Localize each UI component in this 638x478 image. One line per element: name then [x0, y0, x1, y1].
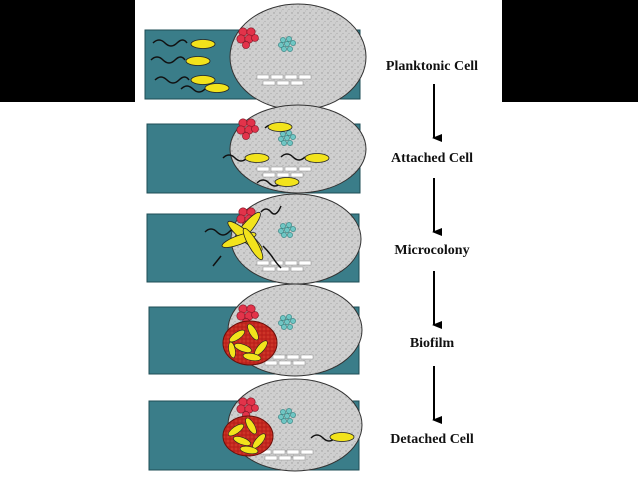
biofilm-matrix	[222, 320, 278, 366]
diagram-canvas: Planktonic Cell Attached Cell Microcolon…	[144, 3, 478, 472]
microcolony-bacteria	[204, 205, 282, 269]
stage-label-microcolony: Microcolony	[394, 243, 469, 258]
stage-1-panel	[144, 3, 367, 111]
surface-cell	[229, 3, 367, 111]
biofilm-diagram: Planktonic Cell Attached Cell Microcolon…	[135, 0, 502, 478]
bacterium-icon	[150, 56, 211, 66]
bacterium-icon	[222, 153, 270, 163]
bacterium-icon	[310, 432, 355, 442]
stage-2-panel	[146, 104, 367, 194]
bacterium-icon	[180, 83, 230, 93]
stage-5-panel	[148, 378, 363, 472]
biofilm-matrix	[222, 415, 274, 457]
bacterium-icon	[264, 122, 293, 132]
stage-label-detached: Detached Cell	[390, 432, 474, 447]
bacterium-icon	[154, 75, 216, 85]
stage-4-panel	[148, 283, 363, 377]
stage-label-biofilm: Biofilm	[410, 336, 455, 351]
stage-3-panel	[146, 193, 362, 285]
stage-label-attached: Attached Cell	[391, 151, 473, 166]
bacterium-icon	[280, 153, 330, 163]
bacterium-icon	[256, 177, 300, 187]
stage-label-planktonic: Planktonic Cell	[386, 59, 478, 74]
bacterium-icon	[152, 39, 216, 49]
